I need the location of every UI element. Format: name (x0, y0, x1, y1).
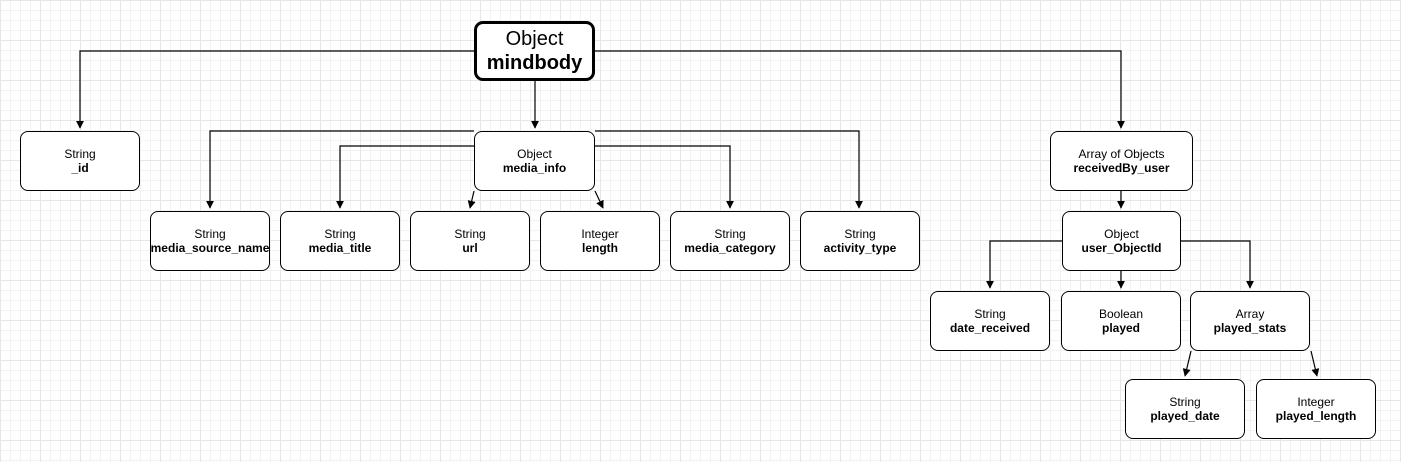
node-name: media_info (502, 161, 567, 175)
node-activity-type[interactable]: String activity_type (800, 211, 920, 271)
node-name: activity_type (823, 241, 897, 255)
node-name: played_length (1275, 409, 1357, 423)
node-name: url (462, 241, 478, 255)
edge-media-info-to-media-source-name (206, 130, 474, 209)
node-type: String (64, 147, 96, 161)
edge-media-info-to-media-title (336, 145, 474, 209)
node-played-stats[interactable]: Array played_stats (1190, 291, 1310, 351)
node-played-length[interactable]: Integer played_length (1256, 379, 1376, 439)
node-name: played (1101, 321, 1140, 335)
node-type: String (324, 227, 356, 241)
node-url[interactable]: String url (410, 211, 530, 271)
edge-played-stats-to-played-length (1310, 350, 1320, 377)
edge-media-info-to-media-category (595, 145, 734, 209)
node-name: length (582, 241, 618, 255)
edge-root-to-id (76, 50, 474, 129)
node-media-title[interactable]: String media_title (280, 211, 400, 271)
node-type: Integer (581, 227, 619, 241)
node-name: receivedBy_user (1073, 161, 1170, 175)
node-name: media_title (308, 241, 372, 255)
node-type: Integer (1297, 395, 1335, 409)
node-name: media_category (684, 241, 776, 255)
node-receivedby-user[interactable]: Array of Objects receivedBy_user (1050, 131, 1193, 191)
node-type: Object (1104, 227, 1139, 241)
node-media-source-name[interactable]: String media_source_name (150, 211, 270, 271)
node-id[interactable]: String _id (20, 131, 140, 191)
node-name: media_source_name (150, 241, 270, 255)
node-date-received[interactable]: String date_received (930, 291, 1050, 351)
edge-user-objectid-to-played-stats (1181, 240, 1254, 289)
node-name: date_received (949, 321, 1031, 335)
node-type: String (454, 227, 486, 241)
node-type: String (1169, 395, 1201, 409)
edge-played-stats-to-played-date (1182, 350, 1192, 377)
node-name: played_stats (1213, 321, 1287, 335)
edge-root-to-receivedby-user (595, 50, 1125, 129)
node-type: Object (517, 147, 552, 161)
node-name: mindbody (486, 52, 583, 74)
node-type: String (714, 227, 746, 241)
edge-media-info-to-length (594, 190, 604, 209)
node-type: Boolean (1098, 307, 1144, 321)
node-type: String (974, 307, 1006, 321)
node-length[interactable]: Integer length (540, 211, 660, 271)
node-type: Array (1235, 307, 1265, 321)
node-type: String (194, 227, 226, 241)
node-type: String (844, 227, 876, 241)
node-media-category[interactable]: String media_category (670, 211, 790, 271)
node-mindbody[interactable]: Object mindbody (474, 21, 595, 81)
node-type: Object (505, 28, 564, 50)
node-user-objectid[interactable]: Object user_ObjectId (1062, 211, 1181, 271)
edge-media-info-to-url (467, 190, 476, 209)
node-played[interactable]: Boolean played (1061, 291, 1181, 351)
node-name: user_ObjectId (1081, 241, 1162, 255)
node-played-date[interactable]: String played_date (1125, 379, 1245, 439)
edge-media-info-to-activity-type (595, 130, 863, 209)
node-media-info[interactable]: Object media_info (474, 131, 595, 191)
node-type: Array of Objects (1078, 147, 1165, 161)
node-name: _id (71, 161, 89, 175)
edge-user-objectid-to-date-received (986, 240, 1062, 289)
node-name: played_date (1150, 409, 1220, 423)
